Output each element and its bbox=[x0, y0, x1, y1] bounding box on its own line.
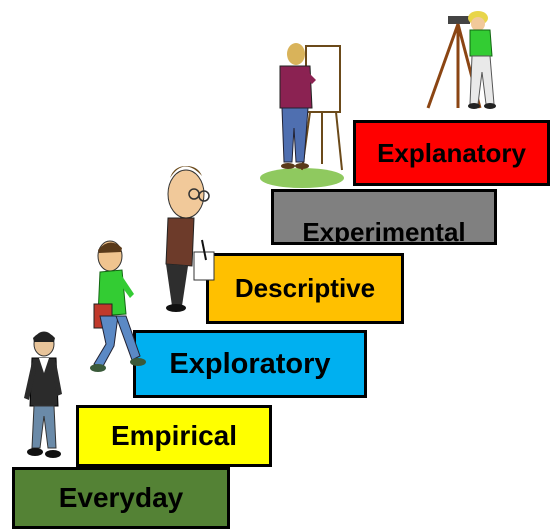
walking-man-icon bbox=[24, 331, 62, 458]
step-exploratory-label: Exploratory bbox=[169, 347, 331, 380]
step-experimental: Experimental bbox=[271, 189, 497, 245]
step-explanatory: Explanatory bbox=[353, 120, 550, 186]
step-exploratory: Exploratory bbox=[133, 330, 367, 398]
painter-at-easel-icon bbox=[260, 43, 344, 188]
writing-man-icon bbox=[165, 166, 215, 312]
step-everyday: Everyday bbox=[12, 467, 230, 529]
step-empirical: Empirical bbox=[76, 405, 272, 467]
step-explanatory-label: Explanatory bbox=[377, 137, 526, 168]
step-empirical-label: Empirical bbox=[110, 420, 238, 451]
surveyor-with-tripod-icon bbox=[426, 11, 496, 109]
step-experimental-label: Experimental bbox=[302, 217, 466, 245]
step-everyday-label: Everyday bbox=[58, 482, 184, 513]
man-with-book-icon bbox=[90, 240, 146, 372]
step-descriptive-label: Descriptive bbox=[234, 273, 376, 303]
step-descriptive: Descriptive bbox=[206, 253, 404, 324]
